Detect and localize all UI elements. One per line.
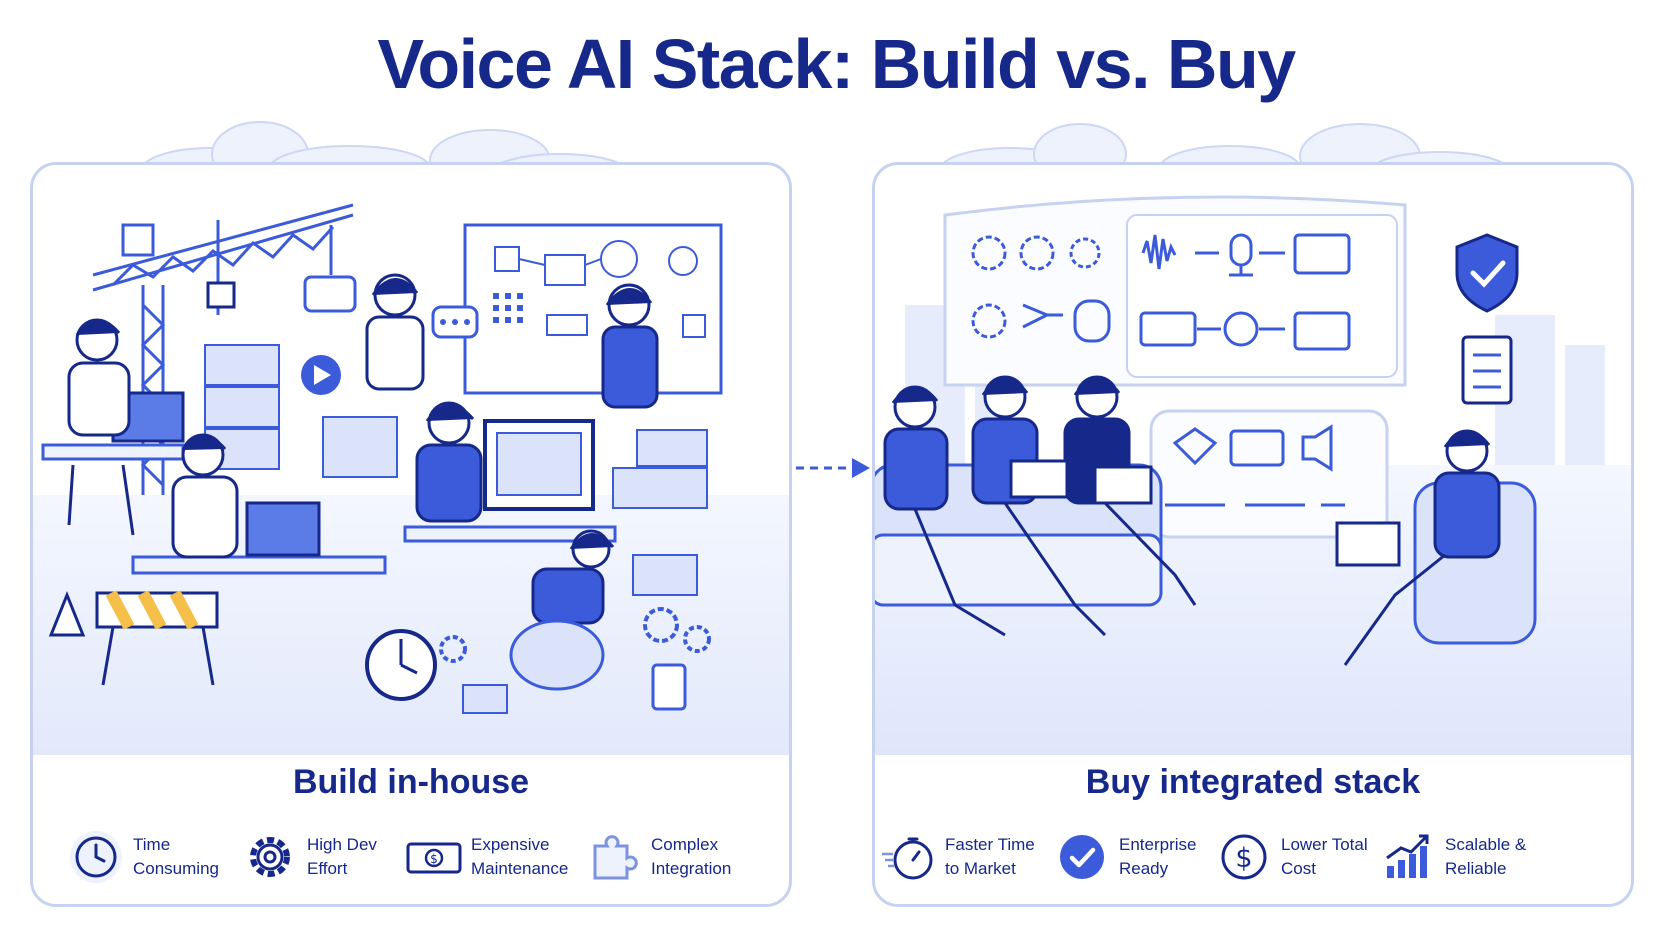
svg-text:$: $ bbox=[430, 852, 438, 866]
buy-panel: Buy integrated stack Faster Time to Marke… bbox=[872, 162, 1634, 907]
feature-line2: to Market bbox=[945, 859, 1016, 878]
feature-line2: Consuming bbox=[133, 859, 219, 878]
feature-faster-time-to-market: Faster Time to Market bbox=[879, 825, 1035, 889]
feature-line1: Enterprise bbox=[1119, 835, 1197, 854]
build-heading: Build in-house bbox=[292, 763, 530, 801]
stopwatch-icon bbox=[882, 837, 933, 880]
construction-scene-illustration bbox=[33, 203, 789, 755]
svg-text:$: $ bbox=[1235, 843, 1252, 874]
feature-line1: Faster Time bbox=[945, 835, 1035, 854]
clock-icon bbox=[70, 831, 122, 883]
page-title: Voice AI Stack: Build vs. Buy bbox=[377, 25, 1296, 103]
feature-line2: Reliable bbox=[1445, 859, 1507, 878]
feature-line1: Expensive bbox=[471, 835, 550, 854]
feature-line2: Maintenance bbox=[471, 859, 569, 878]
feature-line2: Cost bbox=[1281, 859, 1316, 878]
feature-scalable-reliable: Scalable & Reliable bbox=[1379, 825, 1526, 889]
feature-line1: Scalable & bbox=[1445, 835, 1527, 854]
feature-line1: Complex bbox=[651, 835, 719, 854]
money-icon: $ bbox=[406, 842, 462, 874]
feature-line1: Time bbox=[133, 835, 171, 854]
growth-chart-icon bbox=[1386, 834, 1429, 878]
puzzle-icon bbox=[593, 835, 638, 880]
dashed-arrow-icon bbox=[796, 458, 870, 478]
feature-line2: Integration bbox=[651, 859, 732, 878]
feature-line2: Ready bbox=[1119, 859, 1169, 878]
lounge-scene-illustration bbox=[875, 195, 1631, 755]
feature-line1: High Dev bbox=[307, 835, 377, 854]
dollar-icon: $ bbox=[1221, 834, 1267, 880]
feature-line2: Effort bbox=[307, 859, 348, 878]
check-circle-icon bbox=[1060, 835, 1104, 879]
gear-icon bbox=[250, 837, 290, 877]
feature-line1: Lower Total bbox=[1281, 835, 1368, 854]
buy-heading: Buy integrated stack bbox=[1085, 763, 1421, 801]
